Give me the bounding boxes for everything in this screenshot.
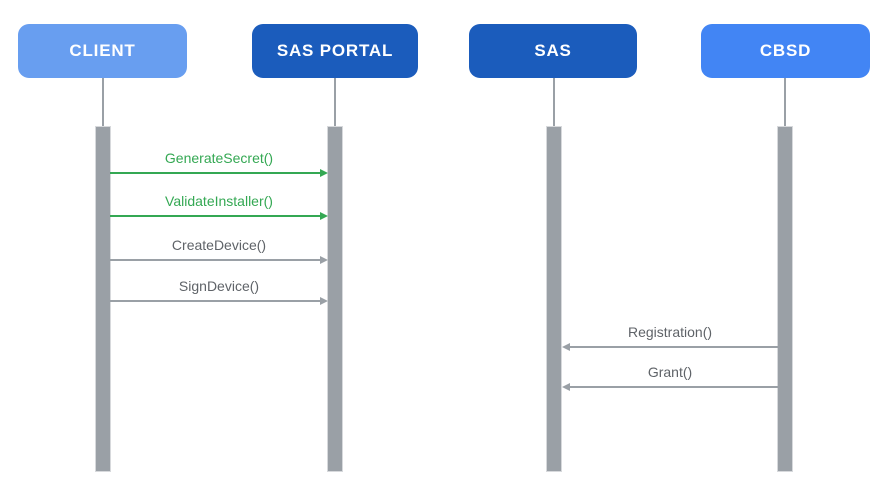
arrowhead-icon [562, 383, 570, 391]
arrow-left-icon [562, 383, 778, 391]
message-sign-device: SignDevice() [110, 278, 328, 305]
lifeline-client [102, 78, 104, 126]
message-label: Registration() [627, 324, 713, 340]
arrow-right-icon [110, 297, 328, 305]
message-grant: Grant() [562, 364, 778, 391]
arrowhead-icon [562, 343, 570, 351]
message-generate-secret: GenerateSecret() [110, 150, 328, 177]
message-label: GenerateSecret() [164, 150, 274, 166]
actor-box-cbsd: CBSD [701, 24, 870, 78]
arrow-right-icon [110, 256, 328, 264]
arrow-left-icon [562, 343, 778, 351]
arrow-right-icon [110, 212, 328, 220]
activation-bar-sas [546, 126, 562, 472]
activation-bar-client [95, 126, 111, 472]
arrow-line [568, 386, 778, 388]
actor-box-client: CLIENT [18, 24, 187, 78]
lifeline-cbsd [784, 78, 786, 126]
actor-box-sas: SAS [469, 24, 637, 78]
arrow-line [568, 346, 778, 348]
message-label: SignDevice() [178, 278, 260, 294]
lifeline-sas-portal [334, 78, 336, 126]
arrow-line [110, 172, 322, 174]
arrow-line [110, 215, 322, 217]
activation-bar-sas-portal [327, 126, 343, 472]
arrowhead-icon [320, 169, 328, 177]
arrowhead-icon [320, 297, 328, 305]
message-label: ValidateInstaller() [165, 193, 273, 209]
message-label: Grant() [647, 364, 693, 380]
lifeline-sas [553, 78, 555, 126]
message-create-device: CreateDevice() [110, 237, 328, 264]
arrowhead-icon [320, 256, 328, 264]
arrow-line [110, 300, 322, 302]
arrowhead-icon [320, 212, 328, 220]
actor-box-sas-portal: SAS PORTAL [252, 24, 418, 78]
arrow-right-icon [110, 169, 328, 177]
message-label: CreateDevice() [171, 237, 267, 253]
message-registration: Registration() [562, 324, 778, 351]
arrow-line [110, 259, 322, 261]
message-validate-installer: ValidateInstaller() [110, 193, 328, 220]
activation-bar-cbsd [777, 126, 793, 472]
